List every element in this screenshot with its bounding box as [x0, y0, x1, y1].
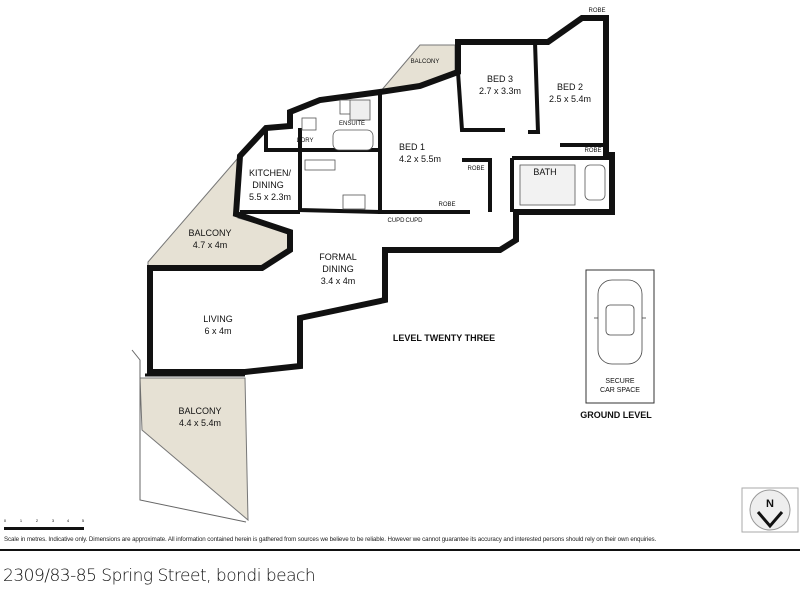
bed2-label: BED 2: [557, 82, 583, 92]
bed1-size: 4.2 x 5.5m: [399, 154, 441, 164]
cupd1-label: CUPD: [387, 218, 405, 224]
balcony-bottom-size: 4.4 x 5.4m: [179, 418, 221, 428]
robe-bed2-label: ROBE: [588, 8, 605, 14]
bed3-label: BED 3: [487, 74, 513, 84]
compass-icon: [749, 489, 791, 531]
disclaimer-text: Scale in metres. Indicative only. Dimens…: [4, 536, 657, 543]
ground-level-label: GROUND LEVEL: [580, 410, 652, 420]
property-address: 2309/83-85 Spring Street, bondi beach: [3, 566, 316, 586]
car-space-line2: CAR SPACE: [600, 387, 640, 394]
compass-arrow: [756, 511, 784, 529]
living-size: 6 x 4m: [204, 326, 231, 336]
robe-bed1a-label: ROBE: [467, 166, 484, 172]
interior-walls: [145, 41, 612, 377]
scale-tick: 3: [52, 518, 55, 523]
scale-tick: 1: [20, 518, 23, 523]
balcony-bottom-label: BALCONY: [178, 406, 221, 416]
balcony-bottom-area: [139, 377, 249, 522]
scale-tick: 5: [82, 518, 85, 523]
bed3-size: 2.7 x 3.3m: [479, 86, 521, 96]
car-icon: [594, 279, 646, 365]
laundry-label: L'DRY: [296, 138, 313, 144]
car-space-box: [585, 269, 655, 404]
formal-dining-label-1: FORMAL: [319, 252, 357, 262]
ensuite-label: ENSUITE: [339, 121, 365, 127]
cupd2-label: CUPD: [405, 218, 423, 224]
balcony-top-label: BALCONY: [411, 59, 440, 65]
bed1-label: BED 1: [399, 142, 425, 152]
kitchen-label-1: KITCHEN/: [249, 168, 292, 178]
formal-dining-size: 3.4 x 4m: [321, 276, 356, 286]
robe-bed2b-label: ROBE: [584, 148, 601, 154]
formal-dining-label-2: DINING: [322, 264, 354, 274]
scale-tick: 4: [67, 518, 70, 523]
bath-label: BATH: [533, 167, 556, 177]
balcony-balustrade: [131, 349, 247, 523]
kitchen-size: 5.5 x 2.3m: [249, 192, 291, 202]
divider: [0, 549, 800, 551]
level-label: LEVEL TWENTY THREE: [393, 333, 495, 343]
balcony-left-label: BALCONY: [188, 228, 231, 238]
robe-bed1b-label: ROBE: [438, 202, 455, 208]
scale-tick: 0: [4, 518, 7, 523]
fixtures: [301, 99, 606, 210]
compass-north: N: [766, 498, 774, 510]
scale-bar: [4, 527, 84, 530]
kitchen-label-2: DINING: [252, 180, 284, 190]
bed2-size: 2.5 x 5.4m: [549, 94, 591, 104]
car-space-line1: SECURE: [605, 378, 635, 385]
scale-tick: 2: [36, 518, 39, 523]
living-label: LIVING: [203, 314, 233, 324]
balcony-left-size: 4.7 x 4m: [193, 240, 228, 250]
